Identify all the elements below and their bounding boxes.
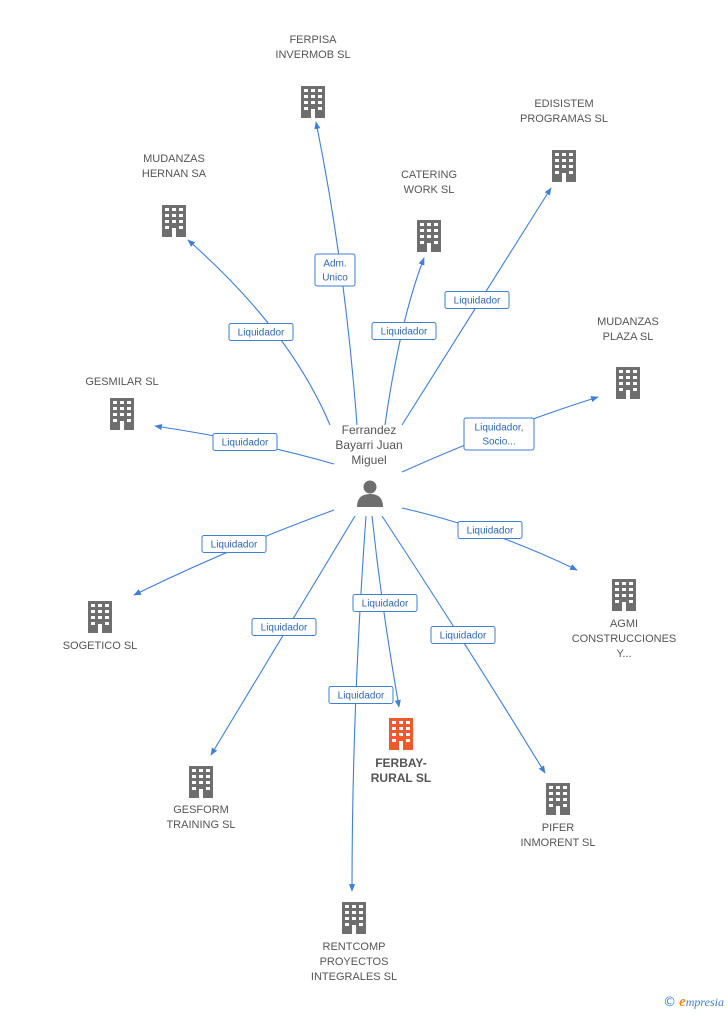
company-node-edisistem[interactable]: EDISISTEM PROGRAMAS SL: [520, 98, 608, 182]
role-text: Liquidador: [362, 599, 409, 610]
role-text: Liquidador: [238, 328, 285, 339]
company-node-ferpisa[interactable]: FERPISA INVERMOB SL: [275, 34, 351, 118]
company-node-rentcomp[interactable]: RENTCOMP PROYECTOS INTEGRALES SL: [311, 902, 397, 983]
building-icon: [546, 783, 570, 815]
company-label: INMORENT SL: [521, 837, 596, 849]
company-label: MUDANZAS: [143, 153, 205, 165]
building-icon: [88, 601, 112, 633]
role-text: Liquidador: [467, 526, 514, 537]
company-label: RENTCOMP: [323, 941, 386, 953]
company-label: RURAL SL: [371, 771, 431, 785]
building-icon: [552, 150, 576, 182]
role-label-pifer[interactable]: Liquidador: [430, 626, 496, 644]
company-label: EDISISTEM: [534, 98, 593, 110]
company-label: AGMI: [610, 618, 638, 630]
person-icon: [357, 480, 383, 507]
company-node-mudanzas-hernan[interactable]: MUDANZAS HERNAN SA: [142, 153, 207, 237]
role-text: Unico: [322, 273, 348, 284]
role-label-catering-work[interactable]: Liquidador: [371, 322, 437, 340]
person-name: Miguel: [351, 453, 386, 467]
role-text: Liquidador,: [475, 423, 524, 434]
brand-logo: empresia: [679, 994, 724, 1010]
role-text: Liquidador: [261, 623, 308, 634]
company-label: HERNAN SA: [142, 168, 207, 180]
role-text: Liquidador: [222, 438, 269, 449]
company-label: CATERING: [401, 169, 457, 181]
edge-pifer: [381, 515, 546, 774]
building-icon: [342, 902, 366, 934]
role-text: Liquidador: [381, 327, 428, 338]
role-label-rentcomp[interactable]: Liquidador: [328, 686, 394, 704]
company-node-gesform[interactable]: GESFORM TRAINING SL: [166, 766, 236, 831]
role-label-agmi[interactable]: Liquidador: [457, 521, 523, 539]
company-node-ferbay-rural[interactable]: FERBAY-RURAL SL: [371, 718, 431, 785]
company-label: INVERMOB SL: [275, 49, 350, 61]
footer-brand[interactable]: © empresia: [663, 994, 724, 1011]
role-text: Liquidador: [338, 691, 385, 702]
nodes-layer: FERPISA INVERMOB SL EDISISTEM PROGRAMAS SL M…: [63, 34, 677, 983]
company-label: PROYECTOS: [320, 956, 389, 968]
person-name: Bayarri Juan: [335, 438, 402, 452]
company-label: Y...: [616, 648, 631, 660]
company-label: TRAINING SL: [166, 819, 235, 831]
building-icon: [389, 718, 413, 750]
role-text: Liquidador: [454, 296, 501, 307]
role-text: Adm.: [323, 259, 346, 270]
company-label: MUDANZAS: [597, 316, 659, 328]
company-label: FERBAY-: [375, 756, 427, 770]
company-node-agmi[interactable]: AGMI CONSTRUCCIONES Y...: [572, 579, 677, 660]
role-label-ferpisa[interactable]: Adm. Unico: [314, 253, 356, 287]
role-label-gesmilar[interactable]: Liquidador: [212, 433, 278, 451]
company-label: PIFER: [542, 822, 574, 834]
building-icon: [301, 86, 325, 118]
building-icon: [616, 367, 640, 399]
role-text: Socio...: [482, 437, 515, 448]
role-label-sogetico[interactable]: Liquidador: [201, 535, 267, 553]
building-icon: [189, 766, 213, 798]
building-icon: [162, 205, 186, 237]
role-text: Liquidador: [211, 540, 258, 551]
role-text: Liquidador: [440, 631, 487, 642]
company-label: CONSTRUCCIONES: [572, 633, 677, 645]
building-icon: [110, 398, 134, 430]
company-label: FERPISA: [289, 34, 337, 46]
edge-gesform: [210, 515, 356, 756]
role-label-mudanzas-plaza[interactable]: Liquidador, Socio...: [463, 417, 535, 451]
company-node-mudanzas-plaza[interactable]: MUDANZAS PLAZA SL: [597, 316, 659, 399]
company-node-gesmilar[interactable]: GESMILAR SL: [85, 376, 159, 430]
company-label: PLAZA SL: [603, 331, 654, 343]
copyright-icon: ©: [663, 995, 677, 1010]
role-label-gesform[interactable]: Liquidador: [251, 618, 317, 636]
role-label-edisistem[interactable]: Liquidador: [444, 291, 510, 309]
building-icon: [417, 220, 441, 252]
role-label-ferbay-rural[interactable]: Liquidador: [352, 594, 418, 612]
company-label: PROGRAMAS SL: [520, 113, 608, 125]
company-node-pifer[interactable]: PIFER INMORENT SL: [521, 783, 596, 849]
company-label: SOGETICO SL: [63, 640, 138, 652]
company-node-catering-work[interactable]: CATERING WORK SL: [401, 169, 457, 252]
company-label: WORK SL: [404, 184, 455, 196]
company-label: GESFORM: [173, 804, 229, 816]
company-node-sogetico[interactable]: SOGETICO SL: [63, 601, 138, 652]
edge-rentcomp: [348, 515, 367, 892]
building-icon: [612, 579, 636, 611]
company-label: GESMILAR SL: [85, 376, 158, 388]
person-name: Ferrandez: [342, 423, 397, 437]
company-label: INTEGRALES SL: [311, 971, 397, 983]
role-label-mudanzas-hernan[interactable]: Liquidador: [228, 323, 294, 341]
